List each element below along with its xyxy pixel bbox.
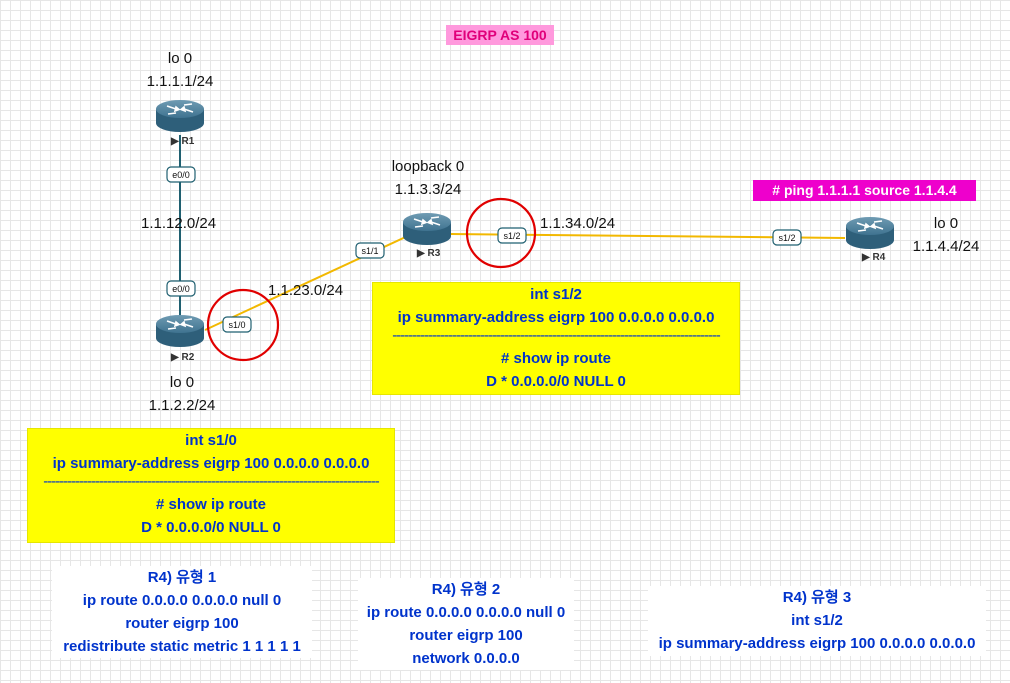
r4-type3-note: R4) 유형 3 int s1/2 ip summary-address eig… [648,586,986,656]
r4-loopback-ip: 1.1.4.4/24 [912,238,980,255]
r2-config-line2: ip summary-address eigrp 100 0.0.0.0 0.0… [52,455,370,472]
r3-config-line2: ip summary-address eigrp 100 0.0.0.0 0.0… [397,309,715,326]
r4-type2-line2: router eigrp 100 [409,627,523,644]
highlight-circle-r2-s10 [206,288,280,362]
ping-command: # ping 1.1.1.1 source 1.1.4.4 [753,180,976,201]
r3-config-line1: int s1/2 [530,286,582,303]
r4-type1-line2: router eigrp 100 [125,615,239,632]
r4-loopback-label: lo 0 [933,215,959,232]
network-r2-r3: 1.1.23.0/24 [268,282,344,299]
interface-tag-r2-s10: s1/0 [222,316,252,333]
r2-config-line1: int s1/0 [185,432,237,449]
interface-tag-text: s1/1 [361,246,378,256]
r3-config-line3: # show ip route [500,350,611,367]
r3-config-separator: ----------------------------------------… [392,329,721,344]
interface-tag-text: e0/0 [172,170,190,180]
interface-tag-r3-s12: s1/2 [497,227,527,244]
diagram-title: EIGRP AS 100 [446,25,554,45]
interface-tag-text: s1/0 [228,320,245,330]
router-r1-name: ▶ R1 [171,136,195,147]
network-r3-r4: 1.1.34.0/24 [540,215,616,232]
r2-config-line3: # show ip route [155,496,266,513]
r2-config-box: int s1/0 ip summary-address eigrp 100 0.… [27,428,395,543]
link-r2-r3 [204,227,426,331]
r4-type2-note: R4) 유형 2 ip route 0.0.0.0 0.0.0.0 null 0… [358,578,574,670]
interface-tag-r3-s11: s1/1 [355,242,385,259]
router-r4-name: ▶ R4 [862,252,886,263]
highlight-circle-r3-s12 [465,197,537,269]
r3-config-line4: D * 0.0.0.0/0 NULL 0 [486,373,626,390]
r4-type3-line2: ip summary-address eigrp 100 0.0.0.0 0.0… [658,635,976,652]
r2-loopback-ip: 1.1.2.2/24 [148,397,216,414]
interface-tag-r1-e00: e0/0 [166,166,196,183]
r2-config-separator: ----------------------------------------… [43,475,380,490]
r4-type2-line3: network 0.0.0.0 [412,650,520,667]
router-r4-icon[interactable] [845,216,895,250]
r3-config-box: int s1/2 ip summary-address eigrp 100 0.… [372,282,740,395]
r4-type3-title: R4) 유형 3 [782,589,852,606]
interface-tag-text: s1/2 [503,231,520,241]
router-r3-name: ▶ R3 [417,248,441,259]
r1-loopback-label: lo 0 [167,50,193,67]
r4-type1-line1: ip route 0.0.0.0 0.0.0.0 null 0 [82,592,282,609]
router-r3-icon[interactable] [402,212,452,246]
interface-tag-text: s1/2 [778,233,795,243]
r3-loopback-ip: 1.1.3.3/24 [394,181,462,198]
r4-type1-note: R4) 유형 1 ip route 0.0.0.0 0.0.0.0 null 0… [52,566,312,658]
r4-type1-line3: redistribute static metric 1 1 1 1 1 [63,638,301,655]
r4-type1-title: R4) 유형 1 [147,569,217,586]
r1-loopback-ip: 1.1.1.1/24 [146,73,214,90]
r3-loopback-label: loopback 0 [391,158,465,175]
router-r2-icon[interactable] [155,314,205,348]
interface-tag-text: e0/0 [172,284,190,294]
router-r2-name: ▶ R2 [171,352,195,363]
interface-tag-r2-e00: e0/0 [166,280,196,297]
r2-config-line4: D * 0.0.0.0/0 NULL 0 [141,519,281,536]
network-r1-r2: 1.1.12.0/24 [141,215,217,232]
router-r1-icon[interactable] [155,99,205,133]
r4-type2-line1: ip route 0.0.0.0 0.0.0.0 null 0 [366,604,566,621]
r4-type2-title: R4) 유형 2 [431,581,501,598]
interface-tag-r4-s12: s1/2 [772,229,802,246]
r4-type3-line1: int s1/2 [791,612,843,629]
r2-loopback-label: lo 0 [169,374,195,391]
